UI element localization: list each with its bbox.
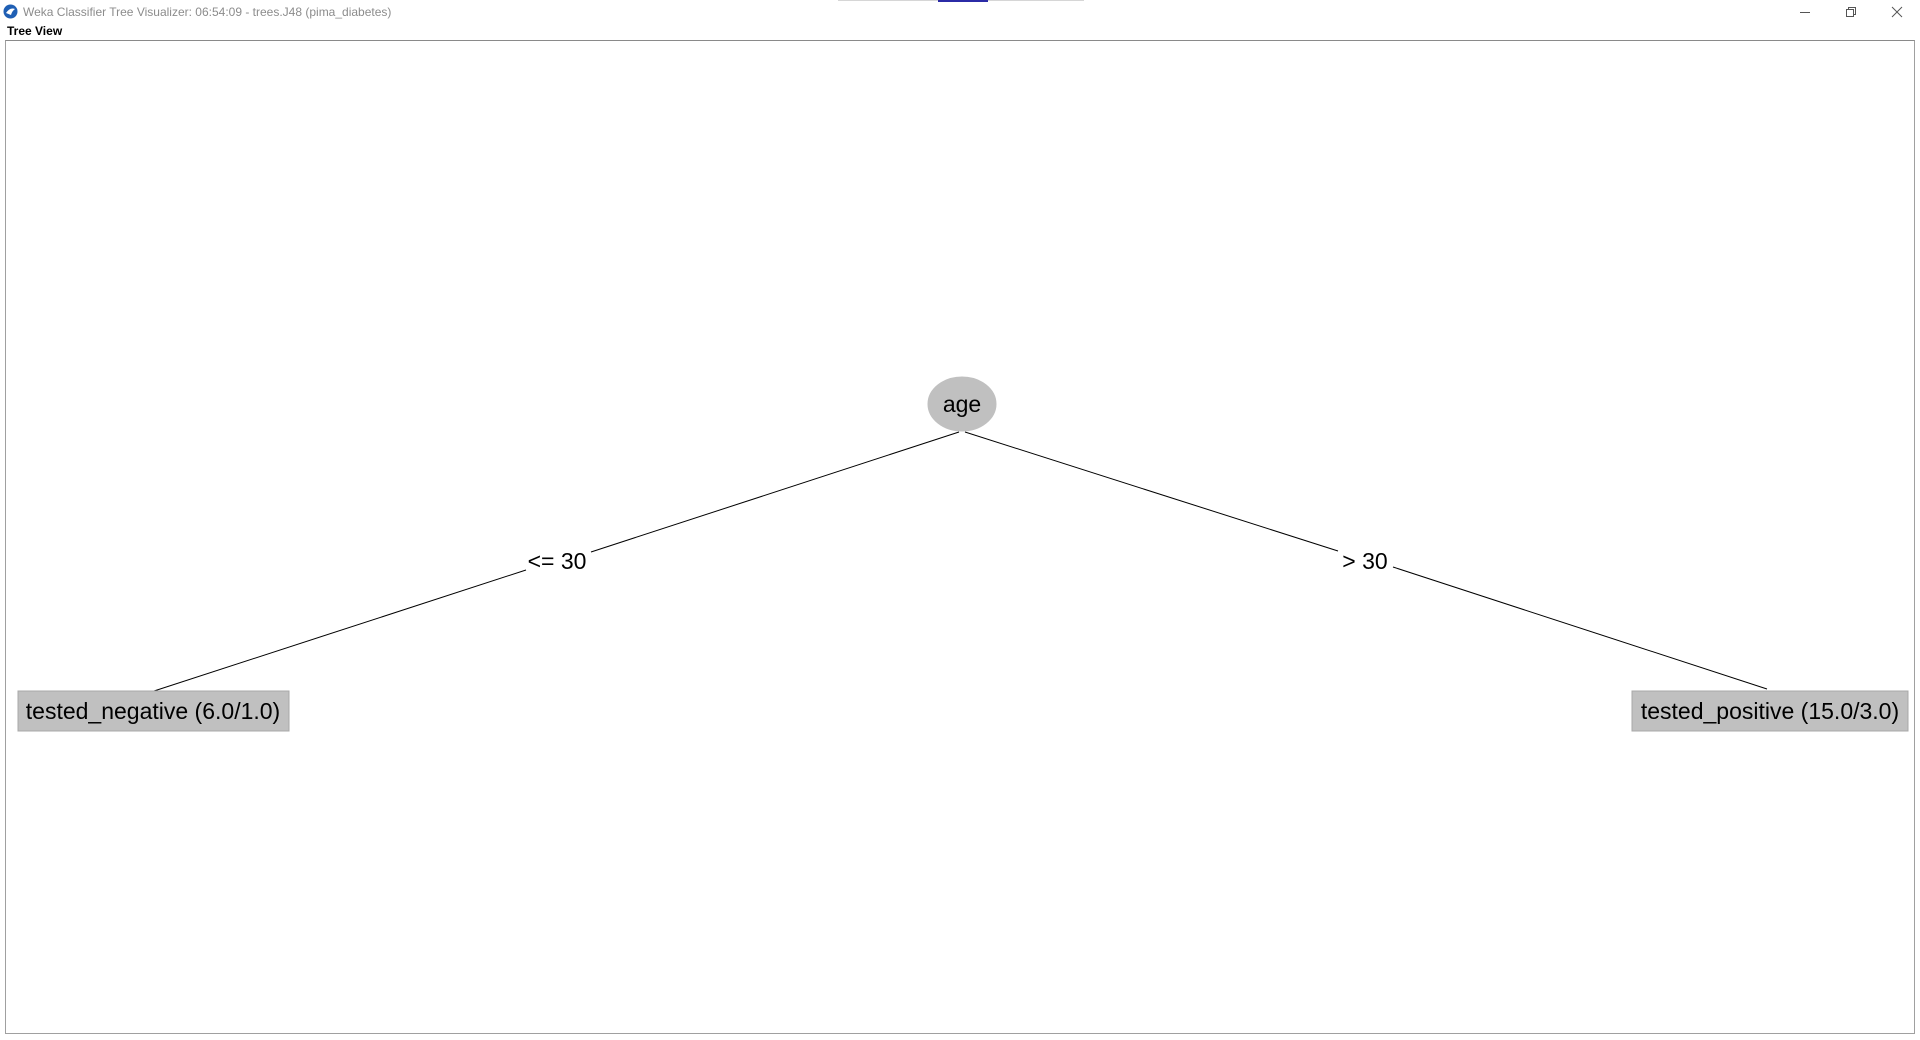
close-icon (1891, 6, 1903, 18)
leaf-node-negative[interactable] (17, 690, 290, 732)
minimize-button[interactable] (1782, 0, 1828, 24)
root-node[interactable] (927, 376, 997, 432)
leaf-negative-label: tested_negative (6.0/1.0) (26, 698, 280, 724)
edge-root-left-lower (153, 569, 527, 692)
edge-label-left: <= 30 (528, 548, 587, 574)
restore-button[interactable] (1828, 0, 1874, 24)
window-title: Weka Classifier Tree Visualizer: 06:54:0… (23, 5, 392, 19)
restore-icon (1846, 7, 1856, 17)
edge-root-right-lower (1392, 566, 1768, 690)
leaf-positive-label: tested_positive (15.0/3.0) (1641, 698, 1899, 724)
leaf-node-positive[interactable] (1631, 690, 1909, 732)
title-focus-indicator (938, 0, 988, 2)
weka-bird-icon (3, 4, 18, 19)
edge-label-right: > 30 (1342, 548, 1387, 574)
close-button[interactable] (1874, 0, 1920, 24)
menu-tree-view[interactable]: Tree View (7, 24, 63, 38)
edge-root-right-upper (964, 431, 1339, 552)
root-node-label: age (943, 391, 981, 417)
title-bar[interactable]: Weka Classifier Tree Visualizer: 06:54:0… (0, 0, 1920, 24)
minimize-icon (1800, 12, 1810, 13)
tree-canvas[interactable]: <= 30 > 30 age tested_negative (6.0/1.0)… (5, 40, 1915, 1034)
menu-bar: Tree View (0, 22, 1920, 40)
edge-root-left-upper (590, 431, 960, 553)
tree-diagram[interactable]: <= 30 > 30 age tested_negative (6.0/1.0)… (6, 41, 1914, 1033)
